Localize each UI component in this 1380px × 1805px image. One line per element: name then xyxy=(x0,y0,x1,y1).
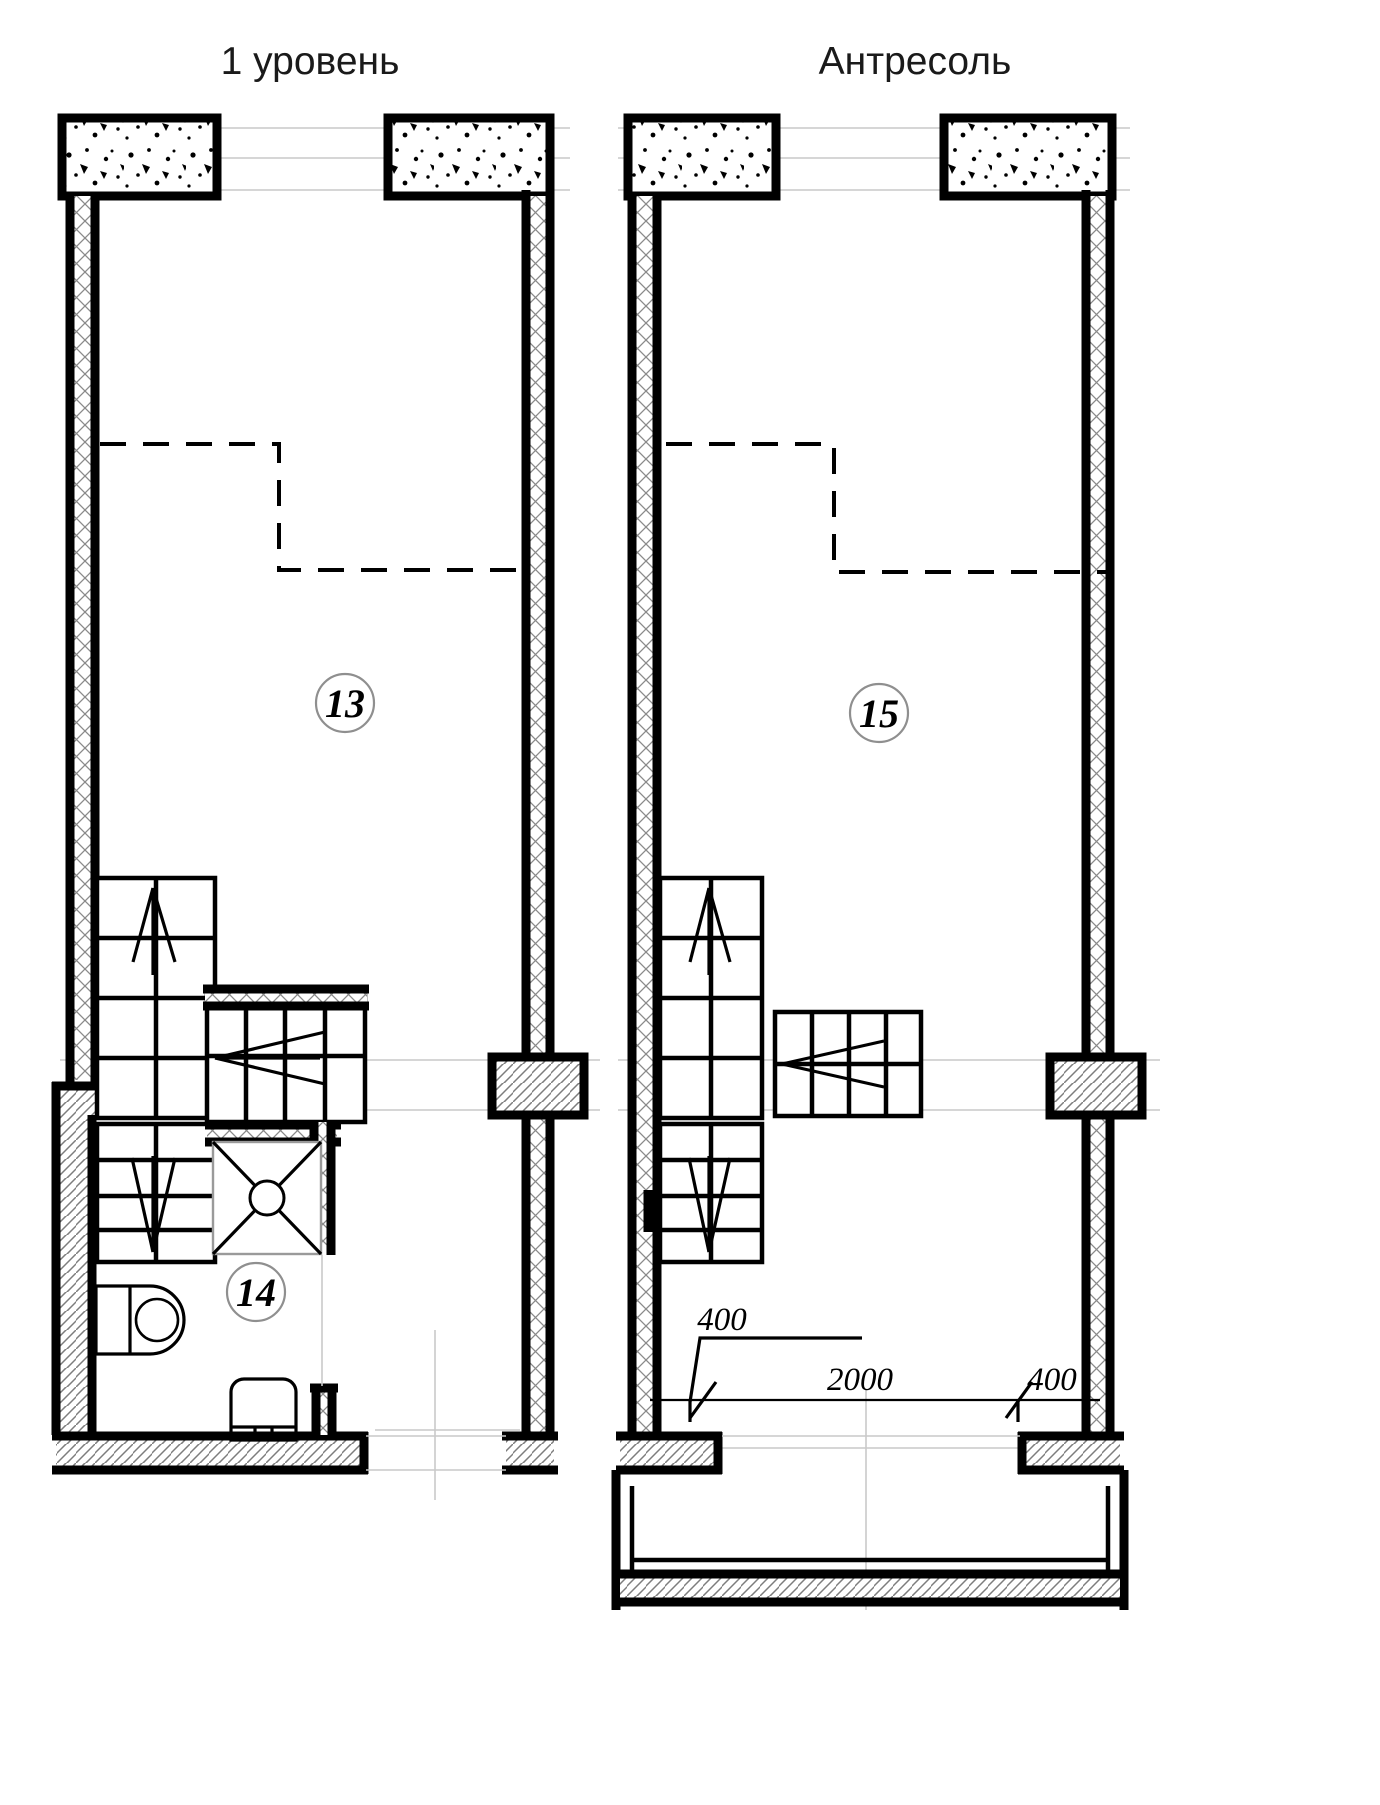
exterior-wall-lower-left-l1 xyxy=(51,1081,98,1435)
exterior-wall-right-l1 xyxy=(521,190,555,1436)
exterior-wall-right-mz xyxy=(1081,190,1115,1438)
toilet-l1 xyxy=(94,1284,186,1356)
room-number-label: 13 xyxy=(325,681,365,726)
dimension-label-400-right: 400 xyxy=(1027,1362,1077,1398)
stair-flight-down-mz xyxy=(657,1121,765,1265)
stair-direction-arrow-up-l1 xyxy=(131,887,177,975)
stair-direction-arrow-left-l1 xyxy=(214,1030,326,1086)
stair-direction-arrow-down-mz xyxy=(687,1156,732,1253)
room-number-label: 15 xyxy=(859,691,899,736)
room-marker-13: 13 xyxy=(314,672,376,734)
balcony-slab-mz xyxy=(611,1470,1129,1610)
stair-flight-up-l1 xyxy=(94,875,218,1121)
lintel-block-left xyxy=(57,113,222,201)
door-jamb-l1 xyxy=(310,1383,338,1438)
room-marker-14: 14 xyxy=(225,1261,287,1323)
exterior-wall-bottom-mz xyxy=(616,1431,1124,1475)
room-number-label: 14 xyxy=(236,1270,276,1315)
exterior-wall-left-mz xyxy=(627,196,662,1438)
panel-mezzanine: 400 2000 400 15 xyxy=(611,113,1160,1610)
pilaster-right-l1 xyxy=(487,1052,589,1120)
lintel-block-right-mz xyxy=(939,113,1117,201)
sink-l1 xyxy=(229,1377,298,1442)
stair-flight-up-mz xyxy=(657,875,765,1121)
stair-flight-down-l1 xyxy=(94,1121,218,1265)
dimension-label-400-left: 400 xyxy=(697,1302,747,1338)
mezzanine-edge-dashed-l1 xyxy=(100,442,528,572)
dimension-line-mz: 400 2000 400 xyxy=(650,1302,1100,1422)
stair-direction-arrow-left-mz xyxy=(781,1039,885,1089)
panel-title-level-1: 1 уровень xyxy=(221,40,400,83)
stair-flight-landing-mz xyxy=(772,1009,924,1119)
lintel-block-left-mz xyxy=(623,113,781,201)
dimension-label-2000: 2000 xyxy=(827,1362,894,1398)
landing-beam-top-l1 xyxy=(203,984,369,1011)
exterior-wall-left-l1 xyxy=(65,196,100,1084)
panel-level-1: 13 14 xyxy=(51,113,600,1500)
room-marker-15: 15 xyxy=(848,682,910,744)
pilaster-right-mz xyxy=(1045,1052,1147,1120)
stair-direction-arrow-up-mz xyxy=(688,887,732,975)
lintel-block-right xyxy=(383,113,555,201)
mezzanine-edge-dashed-mz xyxy=(666,442,1112,574)
stair-direction-arrow-down-l1 xyxy=(130,1156,177,1253)
panel-title-mezzanine: Антресоль xyxy=(819,40,1012,83)
stair-flight-landing-l1 xyxy=(203,984,369,1125)
shower-tray-l1 xyxy=(211,1140,323,1256)
